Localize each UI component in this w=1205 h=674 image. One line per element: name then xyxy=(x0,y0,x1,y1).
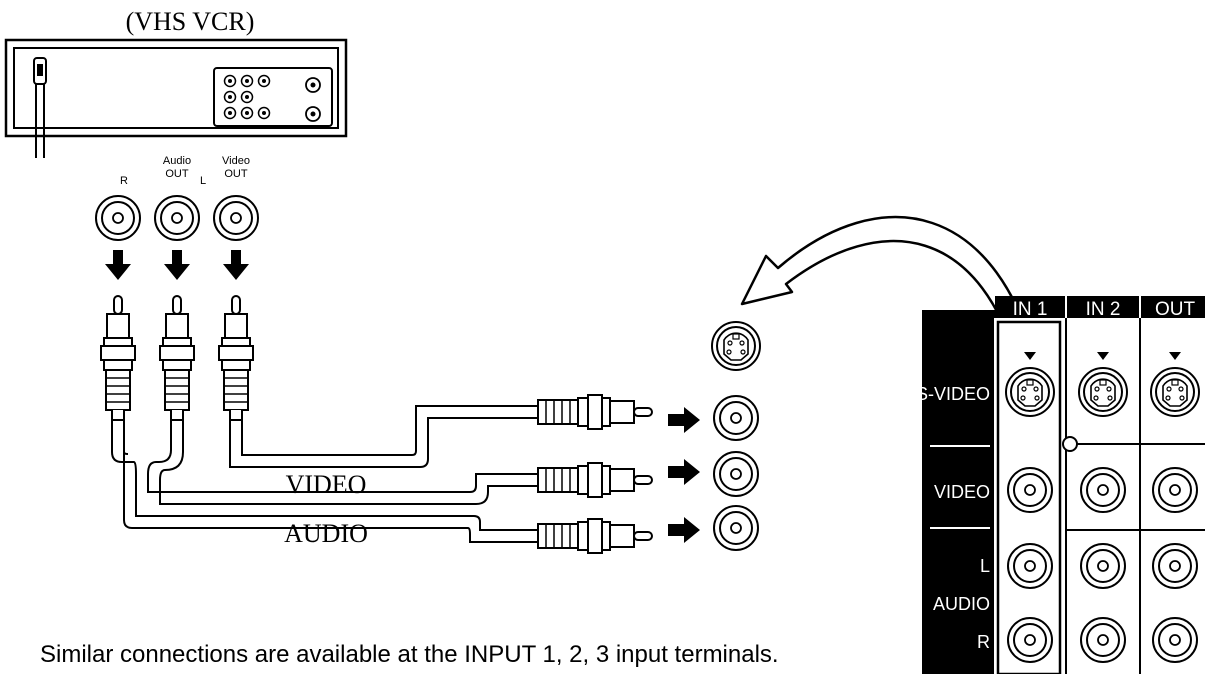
callout-arrow xyxy=(740,215,1042,382)
audio-cable-label: AUDIO xyxy=(284,519,368,548)
right-arrow-icon xyxy=(668,459,700,485)
row-label-s-video: S-VIDEO xyxy=(916,384,990,404)
audio-l-plug xyxy=(159,295,195,421)
vcr-audio-r-jack xyxy=(95,195,141,241)
audio-l-label: L xyxy=(200,175,206,187)
audio-r-plug xyxy=(100,295,136,421)
down-arrow-icon xyxy=(164,250,190,280)
audio-r-plug-h xyxy=(529,518,653,554)
vcr-audio-l-jack xyxy=(154,195,200,241)
audio-l-plug-h xyxy=(529,462,653,498)
video-cable-label: VIDEO xyxy=(286,470,367,499)
cables xyxy=(111,405,536,543)
video-plug-h xyxy=(529,394,653,430)
row-label-audio-l: L xyxy=(980,556,990,576)
column-in1: IN 1 xyxy=(1013,299,1048,320)
audio-r-jack-enlarged xyxy=(713,505,759,551)
tv-input-panel: IN 1 IN 2 OUT S-VIDE xyxy=(916,296,1205,674)
vertical-plugs xyxy=(100,295,254,421)
video-out-label-bottom: OUT xyxy=(224,168,248,180)
down-arrow-icon xyxy=(105,250,131,280)
down-arrow-icon xyxy=(223,250,249,280)
audio-r-label: R xyxy=(120,175,128,187)
row-label-audio-r: R xyxy=(977,632,990,652)
row-label-audio: AUDIO xyxy=(933,594,990,614)
audio-out-label-bottom: OUT xyxy=(165,168,189,180)
audio-l-jack-enlarged xyxy=(713,451,759,497)
vcr-output-jacks: Audio OUT R L Video OUT xyxy=(95,155,259,280)
vcr-unit: (VHS VCR) xyxy=(4,7,348,158)
video-plug xyxy=(218,295,254,421)
caption: Similar connections are available at the… xyxy=(40,641,779,668)
video-jack-enlarged xyxy=(713,395,759,441)
vcr-video-jack xyxy=(213,195,259,241)
vcr-title: (VHS VCR) xyxy=(126,7,255,36)
column-in2: IN 2 xyxy=(1086,299,1121,320)
audio-out-label-top: Audio xyxy=(163,155,191,167)
column-out: OUT xyxy=(1155,299,1196,320)
right-arrow-icon xyxy=(668,517,700,543)
enlarged-jacks xyxy=(711,321,761,551)
right-arrow-icon xyxy=(668,407,700,433)
row-label-video: VIDEO xyxy=(934,482,990,502)
horizontal-plugs xyxy=(529,394,700,554)
vcr-jack-panel xyxy=(223,74,321,122)
s-video-jack-enlarged xyxy=(711,321,761,371)
video-out-label-top: Video xyxy=(222,155,250,167)
